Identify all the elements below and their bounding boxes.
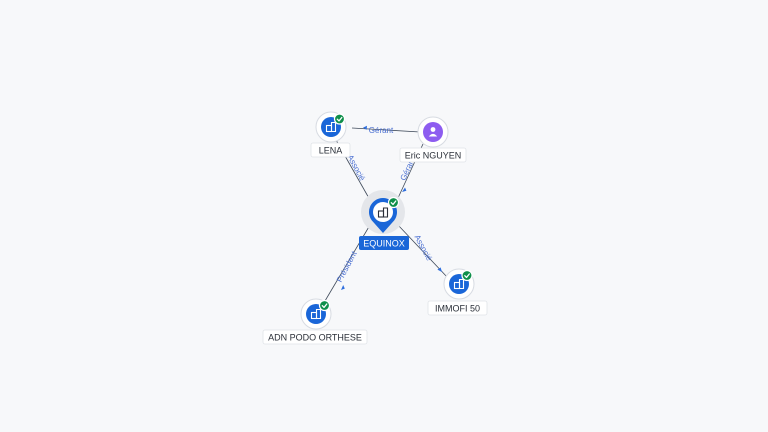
check-icon	[336, 116, 343, 122]
check-icon	[390, 200, 397, 206]
node-immofi-50[interactable]: IMMOFI 50	[427, 268, 488, 316]
node-label: EQUINOX	[363, 239, 405, 249]
node-label: LENA	[319, 146, 343, 156]
building-icon	[325, 121, 337, 133]
node-label-box	[427, 300, 488, 316]
edge-arrow	[437, 267, 442, 272]
node-equinox[interactable]: EQUINOX	[359, 190, 409, 250]
edge-arrow	[363, 125, 367, 130]
node-label-box	[359, 236, 409, 250]
node-label: ADN PODO ORTHESE	[268, 333, 362, 343]
node-label-box	[262, 329, 368, 345]
building-icon	[377, 207, 389, 218]
node-label: Eric NGUYEN	[405, 151, 462, 161]
node-core	[423, 122, 443, 142]
verified-badge	[461, 269, 473, 282]
building-icon	[310, 308, 322, 320]
verified-badge	[333, 113, 346, 125]
building-icon	[453, 278, 465, 290]
person-icon	[428, 127, 438, 137]
edge-label: Gérant	[369, 126, 394, 135]
edge-label: Président	[335, 249, 359, 284]
node-adn-podo-orthese[interactable]: ADN PODO ORTHESE	[262, 298, 368, 345]
edge-label: Associé	[413, 233, 434, 262]
verified-badge	[318, 299, 331, 312]
node-lena[interactable]: LENA	[310, 111, 351, 158]
node-eric-nguyen[interactable]: Eric NGUYEN	[399, 116, 467, 163]
check-icon	[321, 303, 328, 309]
check-icon	[464, 273, 470, 279]
node-label: IMMOFI 50	[435, 304, 480, 314]
edge-arrow	[402, 187, 407, 192]
edge-equinox-immofi[interactable]: Associé	[397, 224, 449, 279]
node-label-box	[310, 142, 351, 158]
node-label-box	[399, 147, 467, 163]
edge-label: Associé	[346, 153, 367, 182]
verified-badge	[387, 196, 400, 209]
edge-arrow	[341, 285, 345, 290]
edge-eric-lena[interactable]: Gérant	[351, 125, 421, 135]
